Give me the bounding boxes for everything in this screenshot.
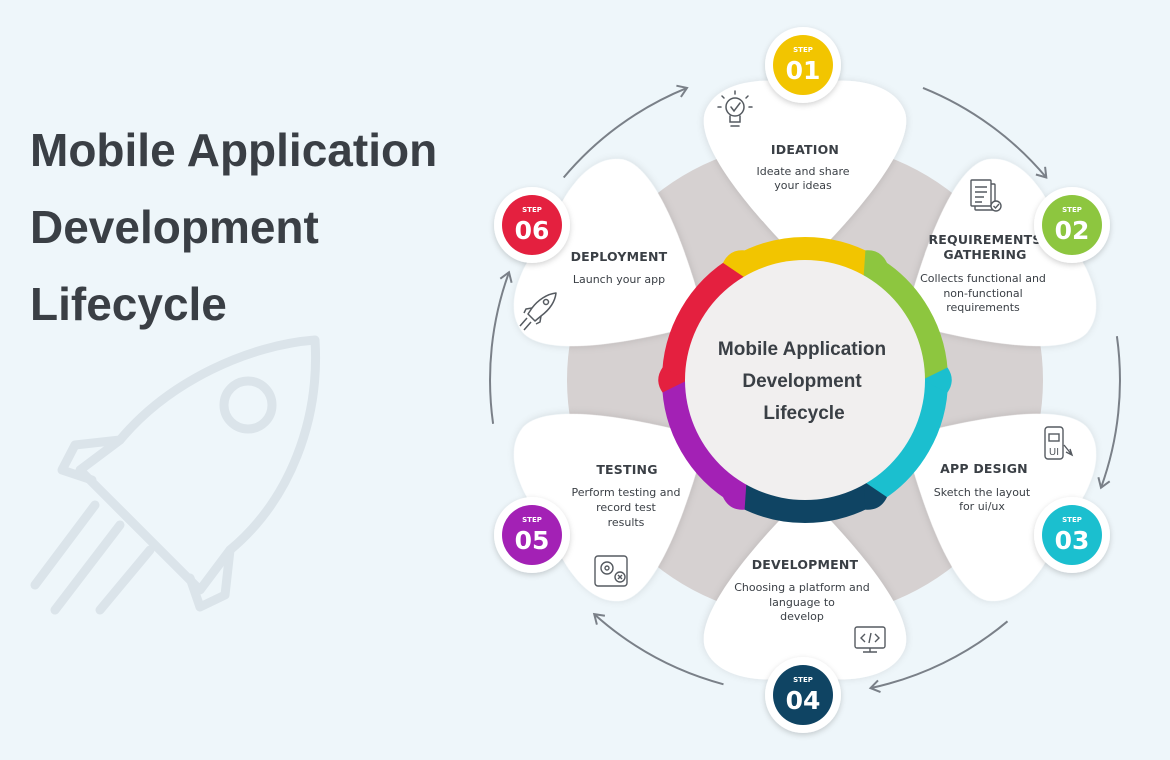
step-4-badge-fill	[773, 665, 833, 725]
step-4-content: DEVELOPMENT Choosing a platform and lang…	[734, 557, 870, 623]
step-2-desc: Collects functional and	[920, 272, 1046, 285]
step-6-title: DEPLOYMENT	[571, 249, 668, 264]
step-5-badge-label: STEP	[522, 516, 542, 524]
step-4-title: DEVELOPMENT	[752, 557, 859, 572]
step-3-desc: Sketch the layout	[934, 486, 1031, 499]
lightbulb-icon	[717, 90, 753, 127]
page-title-line: Development	[30, 201, 319, 253]
step-5-badge-number: 05	[515, 526, 550, 555]
code-monitor-icon	[854, 626, 886, 653]
center-title-line: Development	[742, 371, 862, 392]
step-4-badge-label: STEP	[793, 676, 813, 684]
step-6-badge-fill	[502, 195, 562, 255]
step-4-desc: develop	[780, 610, 824, 623]
step-2-desc: non-functional	[943, 287, 1022, 300]
cycle-arrow-5	[593, 613, 724, 686]
step-2-title: GATHERING	[943, 247, 1026, 262]
cycle-arrow-4-head	[868, 679, 881, 694]
cycle-arrow-3	[1100, 336, 1121, 489]
step-5-badge-fill	[502, 505, 562, 565]
step-4-desc: language to	[769, 596, 835, 609]
step-3-badge: STEP 03	[1034, 497, 1110, 573]
step-1-desc: your ideas	[774, 179, 832, 192]
step-4-badge-number: 04	[786, 686, 821, 715]
step-1-badge: STEP 01	[765, 27, 841, 103]
svg-text:UI: UI	[1049, 447, 1059, 458]
step-3-ring-segment	[864, 379, 948, 504]
step-2-title: REQUIREMENTS	[928, 232, 1041, 247]
step-2-ring-knob	[863, 250, 887, 279]
step-2-badge-label: STEP	[1062, 206, 1082, 214]
cycle-arrow-1	[562, 86, 688, 179]
document-checklist-icon	[970, 179, 1002, 212]
step-2-badge-fill	[1042, 195, 1102, 255]
cycle-arrow-2	[922, 86, 1048, 179]
cycle-arrow-2-head	[1035, 166, 1048, 179]
step-5-ring-segment	[662, 379, 746, 504]
ui-design-icon: UI	[1044, 426, 1074, 460]
step-6-ring-knob	[658, 367, 688, 393]
cycle-arrow-5-head	[592, 612, 606, 625]
step-2-ring-segment	[864, 256, 948, 381]
step-6-badge-number: 06	[515, 216, 550, 245]
cycle-arrow-4	[870, 620, 1009, 690]
step-3-desc: for ui/ux	[959, 500, 1005, 513]
testing-gear-icon	[594, 555, 628, 587]
step-1-desc: Ideate and share	[757, 165, 850, 178]
step-5-content: TESTING Perform testing and record test …	[571, 462, 680, 529]
step-2-badge: STEP 02	[1034, 187, 1110, 263]
step-1-badge-label: STEP	[793, 46, 813, 54]
step-4-badge: STEP 04	[765, 657, 841, 733]
cycle-arrows	[489, 84, 1121, 694]
step-3-badge-fill	[1042, 505, 1102, 565]
step-6-badge-label: STEP	[522, 206, 542, 214]
step-1-title: IDEATION	[771, 142, 839, 157]
step-5-desc: Perform testing and	[571, 486, 680, 499]
step-1-badge-number: 01	[786, 56, 821, 85]
step-4-ring-knob	[863, 481, 887, 510]
step-6-ring-segment	[662, 256, 746, 381]
step-5-desc: record test	[596, 501, 656, 514]
step-5-desc: results	[608, 516, 645, 529]
step-4-ring-segment	[733, 482, 877, 523]
step-1-ring-knob	[723, 250, 747, 279]
cycle-arrow-1-head	[676, 84, 689, 98]
page-title-line: Mobile Application	[30, 124, 438, 176]
rocket-icon	[519, 292, 557, 331]
center-disc	[685, 260, 925, 500]
step-1-badge-fill	[773, 35, 833, 95]
step-3-title: APP DESIGN	[940, 461, 1028, 476]
step-1-ring-segment	[733, 237, 877, 278]
step-3-badge-label: STEP	[1062, 516, 1082, 524]
step-6-content: DEPLOYMENT Launch your app	[571, 249, 668, 286]
step-3-badge-number: 03	[1055, 526, 1090, 555]
page-title: Mobile Application Development Lifecycle	[30, 112, 490, 343]
step-1-content: IDEATION Ideate and share your ideas	[757, 142, 850, 192]
center-title-line: Mobile Application	[718, 339, 886, 360]
center-title-line: Lifecycle	[763, 403, 844, 424]
step-6-badge: STEP 06	[494, 187, 570, 263]
rocket-watermark-icon	[30, 335, 321, 615]
step-5-badge: STEP 05	[494, 497, 570, 573]
step-1-petal	[703, 80, 907, 266]
cycle-arrow-6	[489, 271, 510, 424]
cycle-arrow-3-head	[1097, 476, 1111, 490]
step-3-content: APP DESIGN Sketch the layout for ui/ux	[934, 461, 1031, 513]
step-6-desc: Launch your app	[573, 273, 665, 286]
step-4-desc: Choosing a platform and	[734, 581, 870, 594]
step-3-ring-knob	[922, 367, 952, 393]
page-title-line: Lifecycle	[30, 278, 227, 330]
step-2-desc: requirements	[946, 301, 1020, 314]
step-5-title: TESTING	[596, 462, 657, 477]
cycle-arrow-6-head	[499, 270, 513, 284]
color-ring	[658, 237, 952, 523]
step-5-ring-knob	[723, 481, 747, 510]
step-2-badge-number: 02	[1055, 216, 1090, 245]
step-2-content: REQUIREMENTS GATHERING Collects function…	[920, 232, 1046, 314]
